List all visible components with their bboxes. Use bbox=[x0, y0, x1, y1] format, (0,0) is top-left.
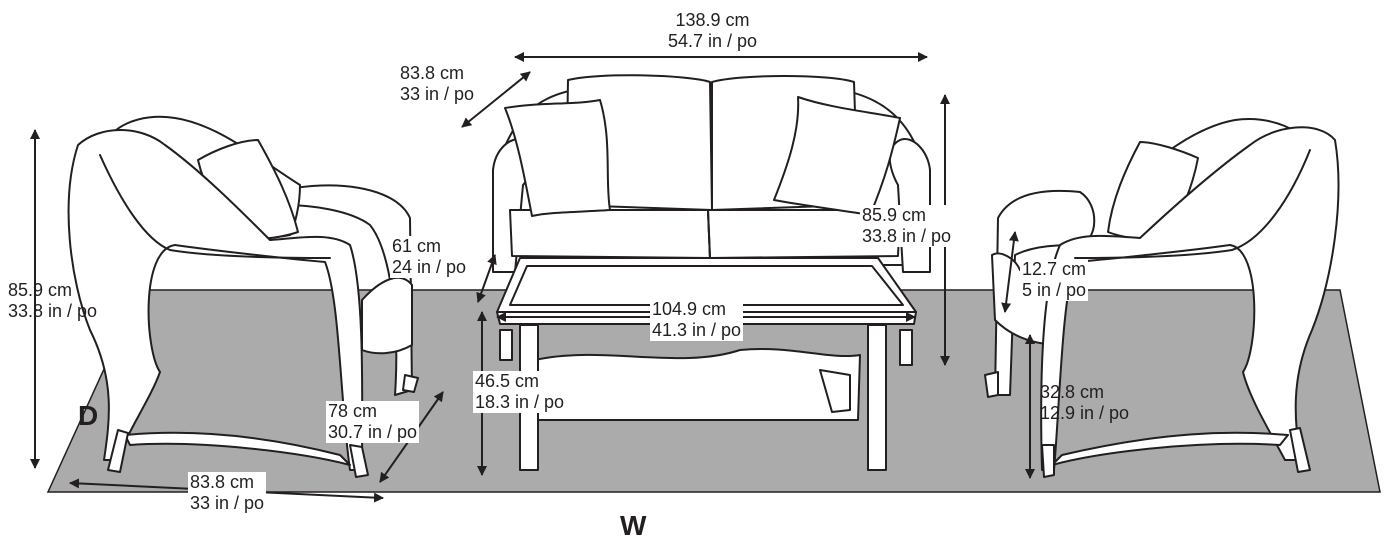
table-height-in: 18.3 in / po bbox=[475, 392, 565, 412]
seat-height-in: 12.9 in / po bbox=[1040, 403, 1130, 423]
table-height-cm: 46.5 cm bbox=[475, 371, 540, 391]
arm-height-in: 24 in / po bbox=[392, 257, 467, 277]
sofa-depth-in: 33 in / po bbox=[400, 84, 475, 104]
seat-height-label: 32.8 cm 12.9 in / po bbox=[1040, 382, 1129, 424]
table-width-cm: 104.9 cm bbox=[652, 299, 727, 319]
sofa-width-cm: 138.9 cm bbox=[675, 10, 750, 30]
chair-height-label: 85.9 cm 33.8 in / po bbox=[8, 280, 97, 322]
seat-height-cm: 32.8 cm bbox=[1040, 382, 1105, 402]
coffee-table bbox=[496, 257, 917, 471]
sofa-height-label: 85.9 cm 33.8 in / po bbox=[860, 205, 954, 247]
arm-height-cm: 61 cm bbox=[392, 236, 442, 256]
sofa-width-in: 54.7 in / po bbox=[668, 31, 758, 51]
table-width-label: 104.9 cm 41.3 in / po bbox=[650, 299, 744, 341]
loveseat-sofa bbox=[492, 74, 931, 366]
chair-width-cm: 83.8 cm bbox=[190, 472, 255, 492]
table-height-label: 46.5 cm 18.3 in / po bbox=[473, 371, 567, 413]
depth-axis-label: D bbox=[78, 400, 99, 431]
cushion-in: 5 in / po bbox=[1022, 280, 1087, 300]
sofa-depth-cm: 83.8 cm bbox=[400, 63, 465, 83]
chair-height-in: 33.8 in / po bbox=[8, 301, 98, 321]
sofa-height-cm: 85.9 cm bbox=[862, 205, 927, 225]
arm-height-arrow bbox=[476, 254, 497, 303]
width-axis-label: W bbox=[620, 510, 647, 541]
chair-depth-in: 30.7 in / po bbox=[328, 422, 418, 442]
sofa-depth-label: 83.8 cm 33 in / po bbox=[400, 63, 474, 105]
chair-height-cm: 85.9 cm bbox=[8, 280, 73, 300]
left-armchair bbox=[67, 115, 419, 478]
chair-depth-label: 78 cm 30.7 in / po bbox=[326, 401, 420, 443]
arm-height-label: 61 cm 24 in / po bbox=[390, 236, 469, 278]
cushion-label: 12.7 cm 5 in / po bbox=[1020, 259, 1089, 301]
chair-depth-cm: 78 cm bbox=[328, 401, 378, 421]
chair-width-in: 33 in / po bbox=[190, 493, 265, 513]
chair-width-label: 83.8 cm 33 in / po bbox=[188, 472, 267, 514]
sofa-width-label: 138.9 cm 54.7 in / po bbox=[668, 10, 757, 52]
cushion-arrow bbox=[1001, 231, 1019, 313]
cushion-cm: 12.7 cm bbox=[1022, 259, 1087, 279]
sofa-depth-arrow bbox=[461, 71, 531, 128]
table-width-in: 41.3 in / po bbox=[652, 320, 742, 340]
sofa-height-in: 33.8 in / po bbox=[862, 226, 952, 246]
